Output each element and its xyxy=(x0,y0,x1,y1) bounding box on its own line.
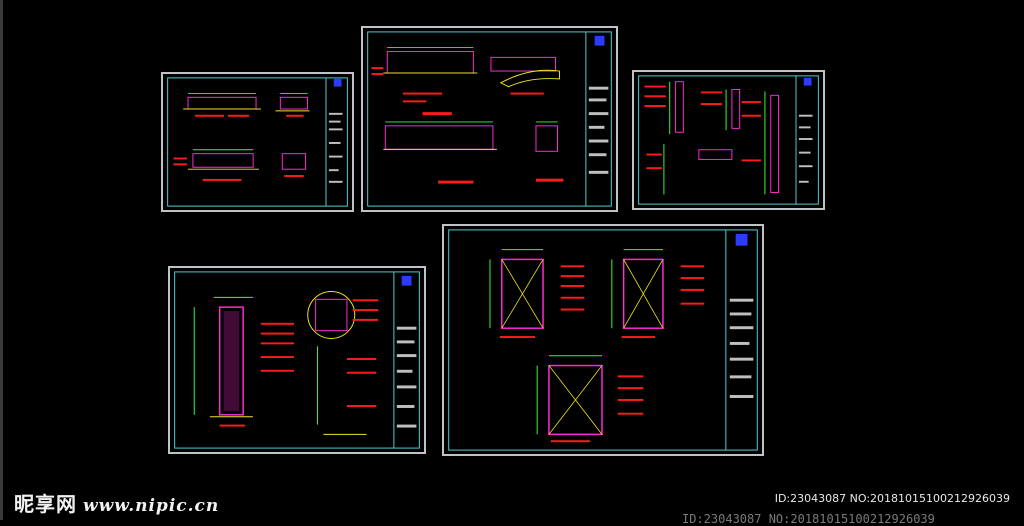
drawing-sheet-4[interactable] xyxy=(168,266,426,454)
drawing-sheet-5[interactable] xyxy=(442,224,764,456)
drawing-sheet-3[interactable] xyxy=(632,70,825,210)
sheet-2-drawing xyxy=(367,31,612,207)
watermark-logo: 昵享网 www.nipic.cn xyxy=(14,488,219,517)
sheet-1-drawing xyxy=(167,77,348,207)
viewport-left-edge xyxy=(0,0,3,520)
watermark-brand: 昵享网 xyxy=(14,492,77,516)
drawing-sheet-1[interactable] xyxy=(161,72,354,212)
watermark-url: www.nipic.cn xyxy=(83,496,220,516)
ghost-id-text: ID:23043087 NO:20181015100212926039 xyxy=(682,512,935,526)
sheet-5-drawing xyxy=(448,229,758,451)
image-id-text: ID:23043087 NO:20181015100212926039 xyxy=(774,492,1010,505)
sheet-4-drawing xyxy=(174,271,420,449)
drawing-sheet-2[interactable] xyxy=(361,26,618,212)
sheet-3-drawing xyxy=(638,75,819,205)
